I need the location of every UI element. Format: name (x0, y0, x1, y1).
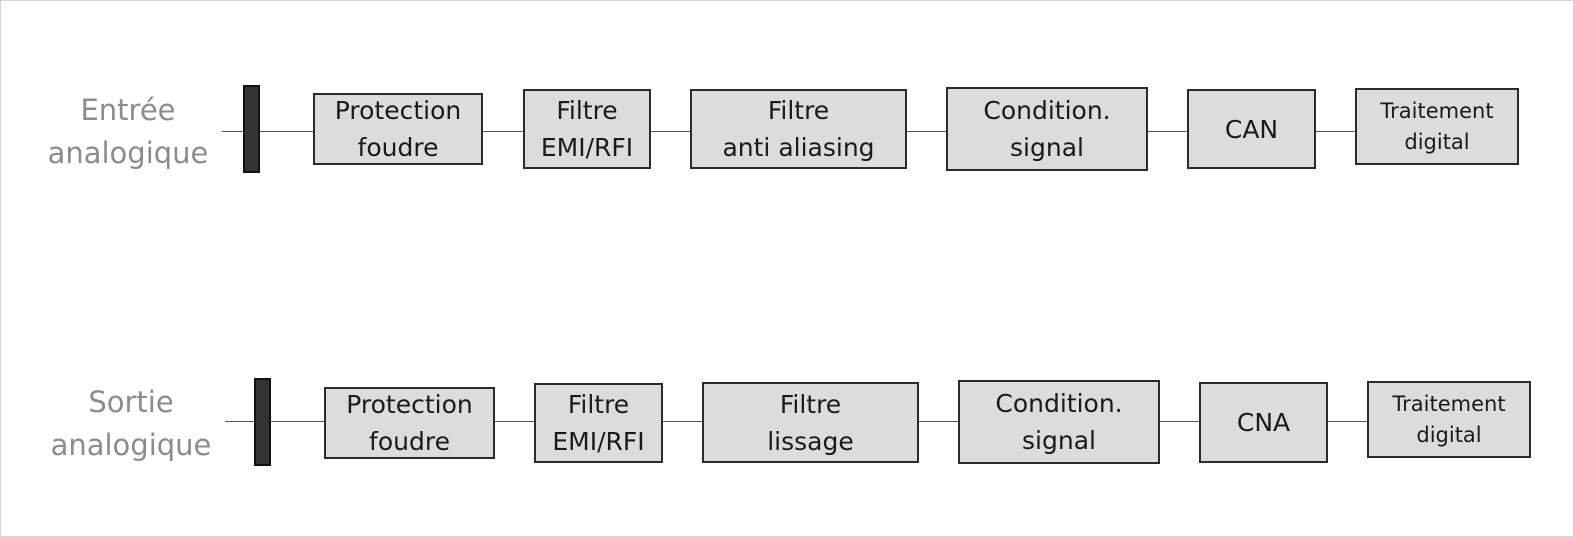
block-label-line: anti aliasing (722, 133, 875, 162)
block-label-line: Traitement (1380, 98, 1494, 123)
block-filtre-emi-rfi: Filtre EMI/RFI (534, 383, 663, 463)
block-cna: CNA (1199, 382, 1328, 463)
block-label-line: signal (1010, 133, 1084, 162)
block-label-line: signal (1022, 426, 1096, 455)
block-label-line: Filtre (779, 389, 842, 419)
input-connector (243, 85, 260, 173)
block-label-line: Condition. (995, 389, 1123, 418)
block-label-line: lissage (767, 426, 854, 456)
analog-input-chain: Entrée analogique Protection foudre Filt… (1, 83, 1574, 183)
row-label-line: Entrée (80, 93, 176, 127)
block-filtre-emi-rfi: Filtre EMI/RFI (523, 89, 651, 169)
block-protection-foudre: Protection foudre (313, 93, 483, 165)
row-label-line: analogique (47, 136, 209, 170)
block-traitement-digital: Traitement digital (1367, 381, 1531, 458)
block-label-line: Filtre (767, 96, 830, 125)
block-can: CAN (1187, 89, 1316, 169)
block-label-line: digital (1404, 129, 1470, 154)
row-label: Entrée analogique (28, 89, 228, 175)
row-label-line: Sortie (88, 385, 174, 419)
block-label-line: Filtre (556, 96, 618, 125)
block-label-line: CAN (1224, 114, 1279, 144)
block-label-line: Traitement (1392, 391, 1506, 416)
block-label-line: Protection (346, 390, 473, 419)
block-condition-signal: Condition. signal (958, 380, 1160, 464)
block-label-line: Filtre (567, 390, 630, 419)
block-label-line: digital (1416, 422, 1482, 447)
block-filtre-anti-aliasing: Filtre anti aliasing (690, 89, 907, 169)
row-label: Sortie analogique (31, 381, 231, 467)
block-label-line: EMI/RFI (552, 427, 645, 456)
block-filtre-lissage: Filtre lissage (702, 382, 919, 463)
block-protection-foudre: Protection foudre (324, 387, 495, 459)
block-traitement-digital: Traitement digital (1355, 88, 1519, 165)
block-label-line: EMI/RFI (540, 133, 634, 162)
block-label-line: Protection (334, 96, 462, 125)
block-label-line: foudre (369, 427, 450, 456)
block-label-line: foudre (357, 133, 439, 162)
block-label-line: Condition. (983, 96, 1111, 125)
block-condition-signal: Condition. signal (946, 87, 1148, 171)
analog-output-chain: Sortie analogique Protection foudre Filt… (1, 377, 1574, 477)
block-label-line: CNA (1236, 408, 1291, 437)
output-connector (254, 378, 271, 466)
row-label-line: analogique (50, 428, 212, 462)
